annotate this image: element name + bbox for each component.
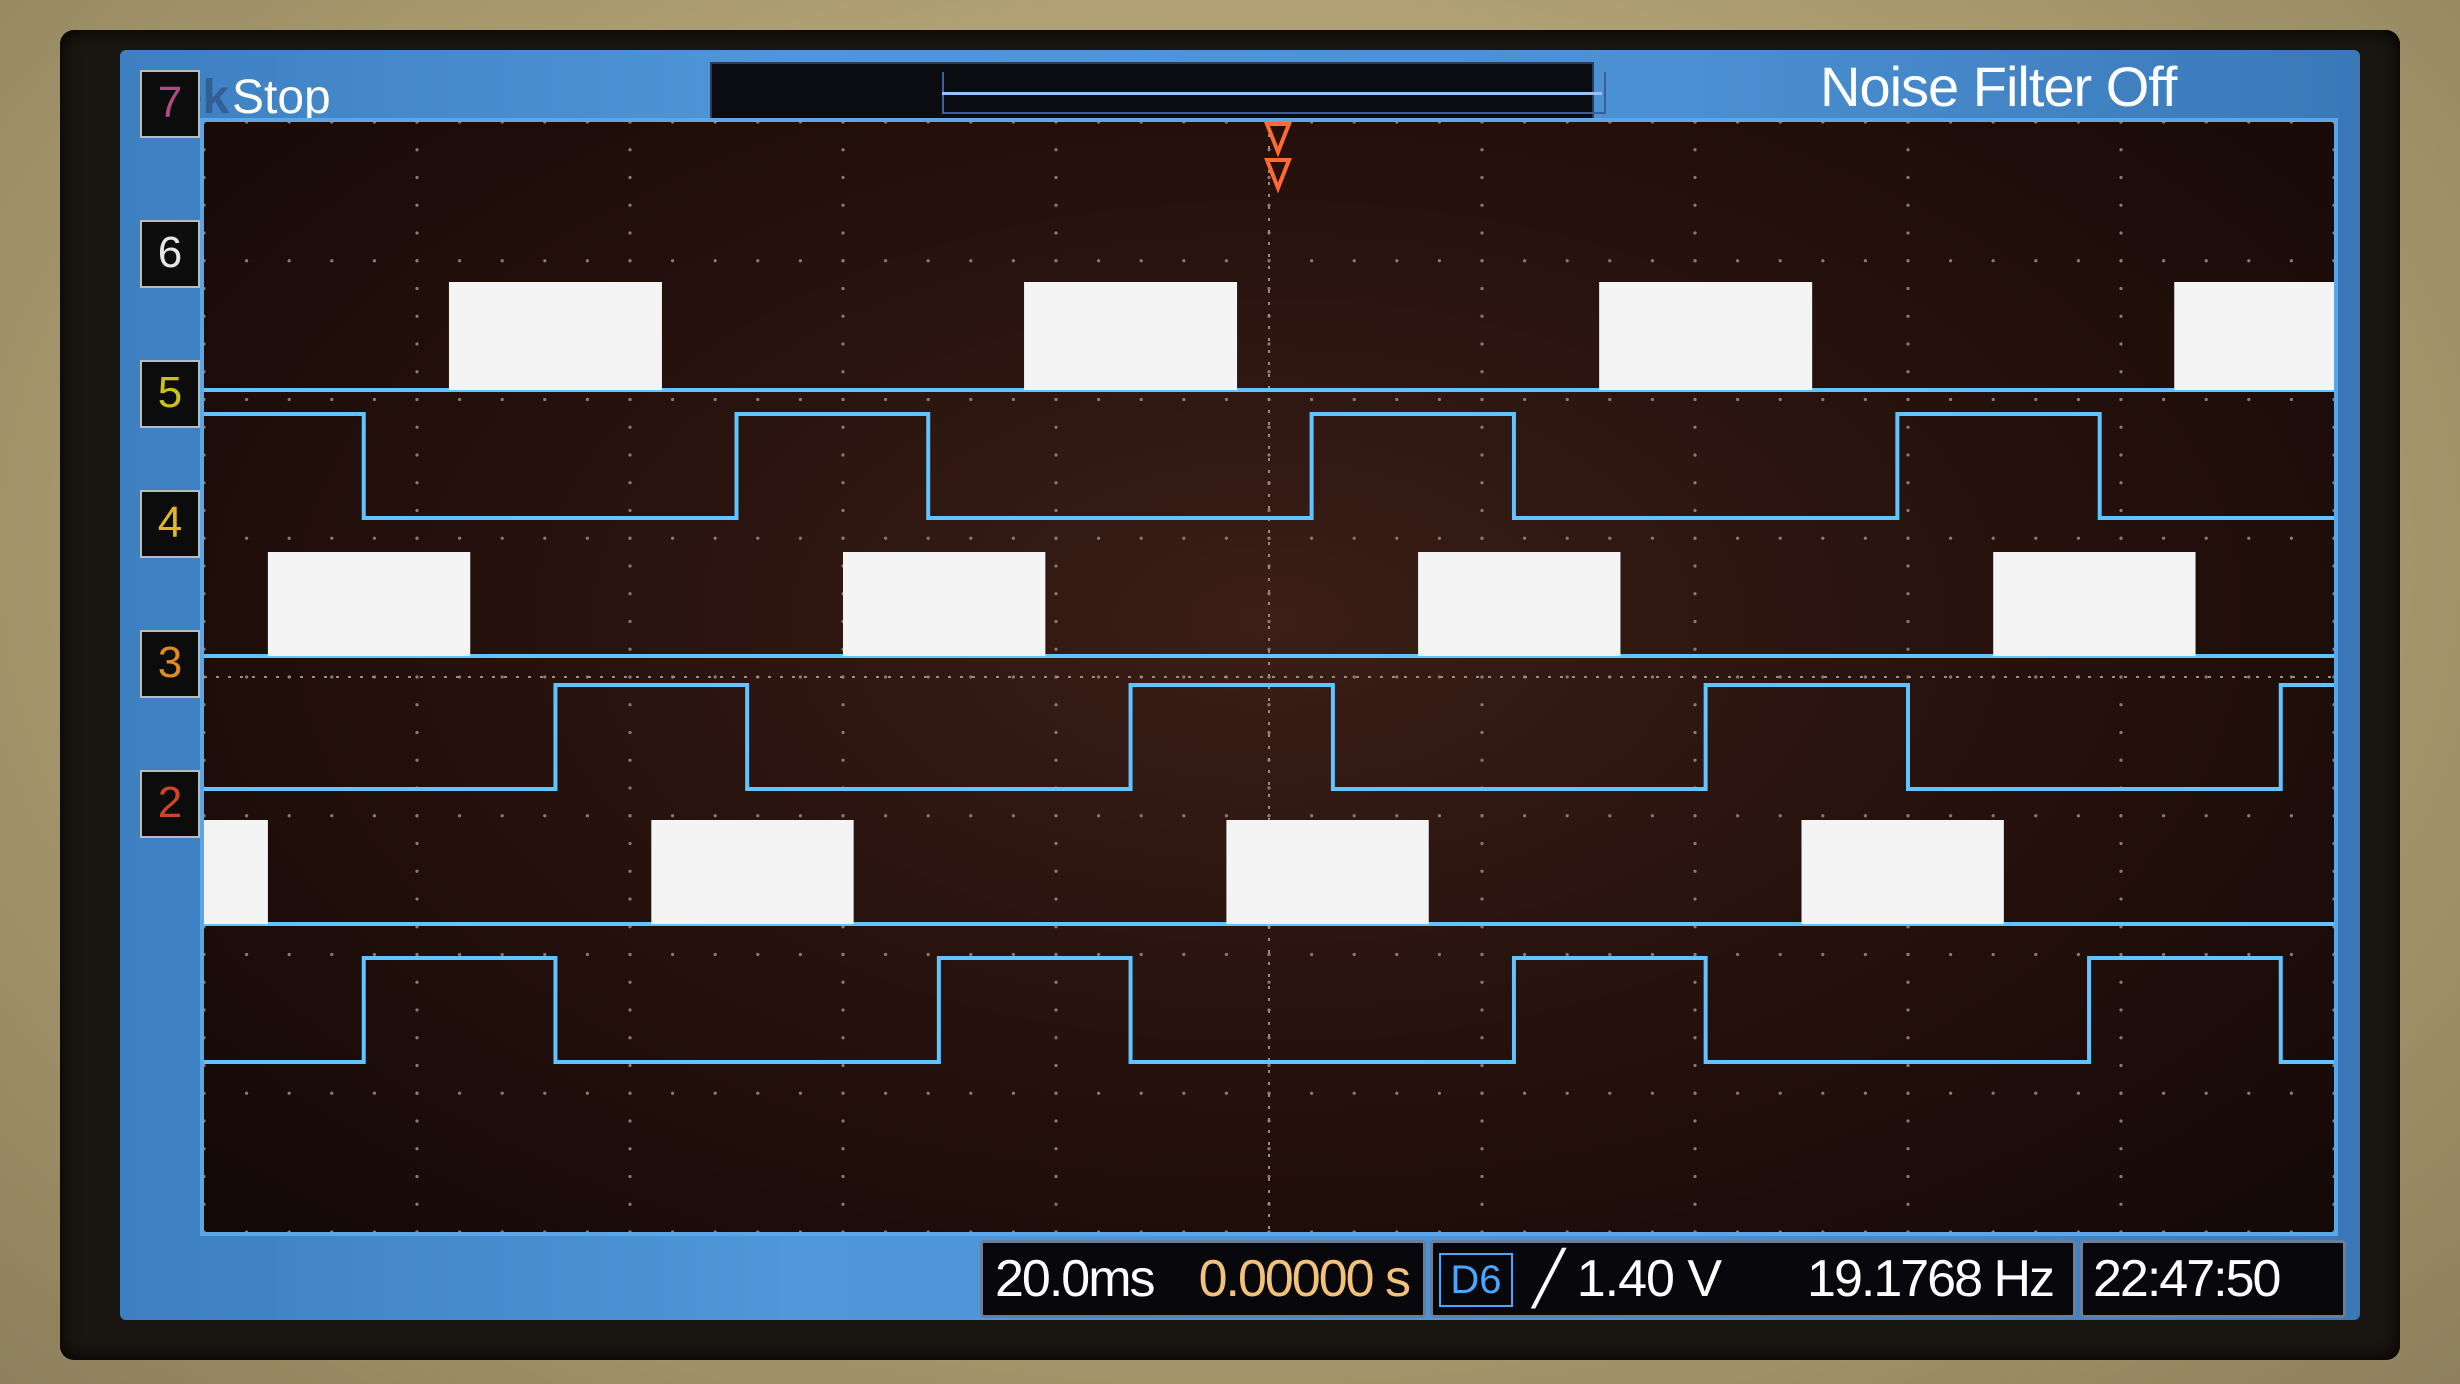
trace-ch2 [204, 956, 2334, 1064]
trace-ch5-burst [1993, 552, 2196, 656]
trace-ch7-burst [1599, 282, 1813, 390]
trace-ch3-burst [204, 820, 268, 924]
timebase-readout: 20.0ms [995, 1250, 1156, 1308]
record-position-line [942, 92, 1602, 95]
trace-ch5-burst [1418, 552, 1621, 656]
channel-label-5[interactable]: 5 [140, 360, 200, 428]
trigger-source-badge: D6 [1439, 1253, 1513, 1307]
trace-ch5-burst [843, 552, 1046, 656]
horizontal-readout[interactable]: 20.0ms 0.00000 s [980, 1240, 1426, 1318]
frequency-readout: 19.1768 Hz [1807, 1250, 2055, 1308]
trigger-position-marker [1264, 122, 1292, 194]
trigger-level-readout: ╱ 1.40 V [1533, 1250, 1722, 1308]
trace-ch3-burst [1801, 820, 2004, 924]
noise-filter-status: Noise Filter Off [1820, 55, 2177, 118]
bottom-readout-bar: 20.0ms 0.00000 s D6 ╱ 1.40 V 19.1768 Hz … [120, 1240, 2360, 1320]
record-view-bar [710, 62, 1606, 124]
channel-label-7[interactable]: 7 [140, 70, 200, 138]
trace-ch3-burst [1226, 820, 1429, 924]
trigger-readout[interactable]: D6 ╱ 1.40 V 19.1768 Hz [1430, 1240, 2076, 1318]
waveform-plot [202, 120, 2360, 1234]
channel-label-6[interactable]: 6 [140, 220, 200, 288]
waveform-graticule [200, 118, 2360, 1236]
trigger-position-readout: 0.00000 s [1198, 1250, 1411, 1308]
channel-label-3[interactable]: 3 [140, 630, 200, 698]
channel-label-4[interactable]: 4 [140, 490, 200, 558]
trace-ch4 [204, 683, 2334, 791]
channel-label-2[interactable]: 2 [140, 770, 200, 838]
digital-traces [204, 282, 2360, 1064]
trace-ch7-burst [1024, 282, 1238, 390]
acquisition-state: Stop [232, 71, 331, 124]
trace-ch3-burst [651, 820, 854, 924]
trace-ch5-burst [267, 552, 471, 656]
trace-ch7-burst [2174, 282, 2360, 390]
clock-readout: 22:47:50 [2093, 1250, 2281, 1308]
clock-readout-box: 22:47:50 [2080, 1240, 2346, 1318]
trace-ch7-burst [448, 282, 662, 390]
trace-ch6 [204, 412, 2334, 520]
